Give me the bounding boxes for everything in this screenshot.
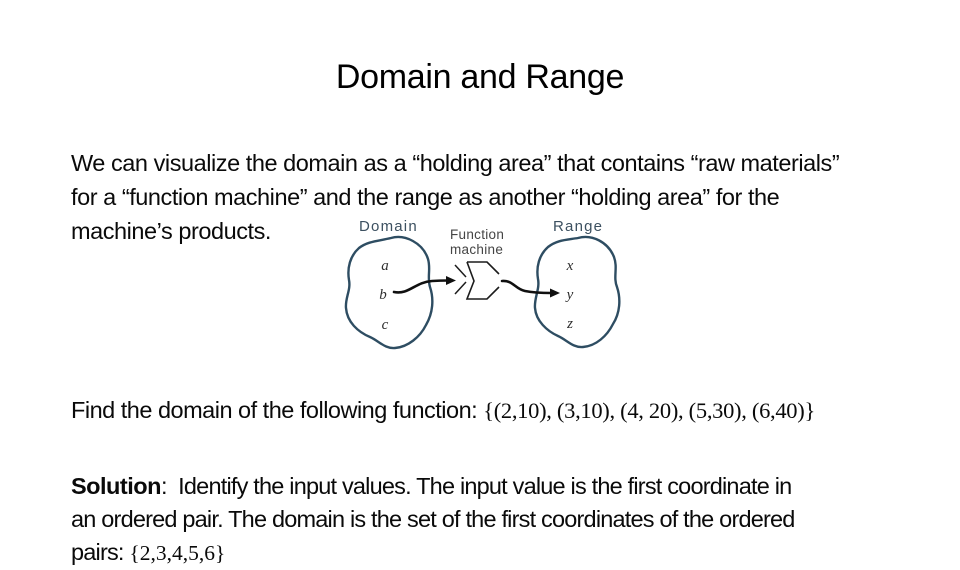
range-blob-outline [533,235,621,349]
solution-label: Solution [71,473,161,499]
domain-element-c: c [382,317,389,333]
domain-element-a: a [381,258,389,274]
range-element-y: y [565,287,574,303]
slide-title: Domain and Range [335,58,625,96]
slide: Domain and Range We can visualize the do… [71,58,951,565]
domain-label: Domain [359,218,418,235]
solution-paragraph: Solution: Identify the input values. The… [71,437,951,570]
machine-icon [454,261,500,300]
function-machine-label-line1: Function [450,227,504,242]
domain-blob-outline [344,235,434,350]
ordered-pairs-set: {(2,10), (3,10), (4, 20), (5,30), (6,40)… [483,398,815,423]
function-machine-label-line2: machine [450,242,503,257]
range-element-z: z [566,316,573,332]
domain-element-b: b [379,287,387,303]
find-domain-line: Find the domain of the following functio… [71,397,951,424]
range-label: Range [553,218,603,235]
output-arrow [500,279,560,298]
range-element-x: x [566,258,574,274]
function-machine-diagram: Domain Function machine Range a b c x y … [344,218,621,350]
input-arrow [392,276,456,294]
find-domain-text: Find the domain of the following functio… [71,397,484,423]
domain-result-set: {2,3,4,5,6} [129,541,226,565]
solution-colon: : [160,473,167,499]
solution-body: Identify the input values. The input val… [71,473,795,565]
intro-paragraph: We can visualize the domain as a “holdin… [71,150,840,244]
